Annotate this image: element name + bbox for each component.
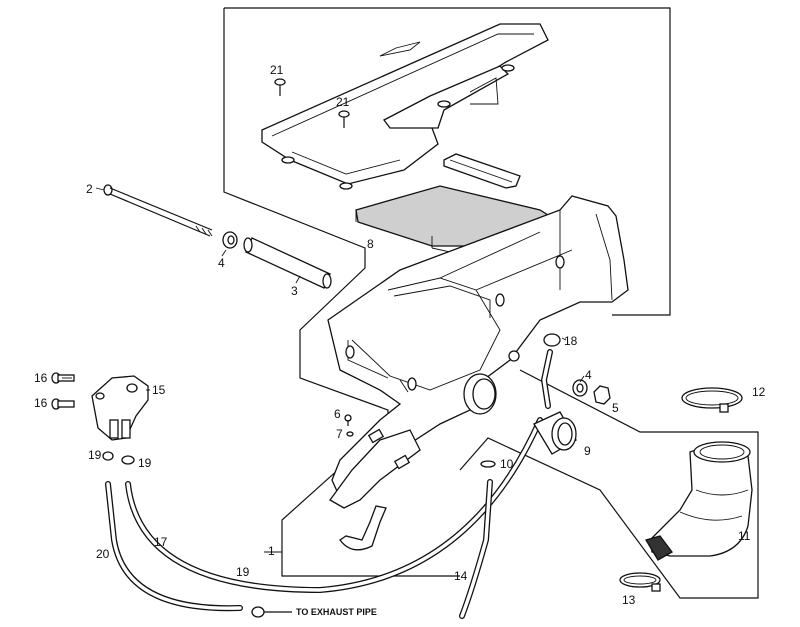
duct-group-frame — [459, 369, 759, 599]
leader-lines — [62, 187, 585, 553]
intake-duct — [645, 441, 753, 561]
nut-5 — [593, 385, 611, 405]
label-4a: 4 — [218, 256, 225, 270]
cap-18 — [543, 333, 561, 347]
label-1: 1 — [268, 544, 275, 558]
lid-foot — [281, 156, 295, 164]
label-19c: 19 — [236, 565, 250, 579]
label-11: 11 — [738, 529, 751, 543]
clamp-19a — [102, 451, 114, 461]
label-17: 17 — [154, 535, 168, 549]
label-2: 2 — [86, 182, 93, 196]
lid-group-frame-left — [223, 8, 460, 577]
hose-clamp-12 — [681, 387, 743, 413]
bolt-16b — [51, 398, 75, 410]
part-labels: 1 2 3 4 4 5 6 7 8 9 10 11 12 13 14 15 16… — [34, 63, 766, 617]
long-bolt — [103, 184, 213, 237]
group-frames — [223, 7, 759, 599]
valve-block — [91, 375, 149, 441]
lid-screw-21a — [274, 78, 286, 96]
clip-10 — [480, 460, 496, 468]
lid-foot — [339, 182, 353, 190]
label-19a: 19 — [88, 448, 102, 462]
label-16a: 16 — [34, 371, 48, 385]
screw-6 — [344, 414, 352, 426]
label-14: 14 — [454, 569, 468, 583]
hose-18-upper — [540, 349, 553, 409]
lid-group-frame — [224, 7, 671, 316]
lid-screw-21b — [338, 110, 350, 128]
label-9: 9 — [584, 444, 591, 458]
hose-14 — [459, 479, 493, 619]
label-8: 8 — [367, 237, 374, 251]
label-21b: 21 — [336, 95, 350, 109]
hose-clamp-13 — [619, 572, 661, 592]
label-10: 10 — [500, 457, 514, 471]
spacer-tube — [243, 237, 332, 289]
label-15: 15 — [152, 383, 166, 397]
label-12: 12 — [752, 385, 766, 399]
hose-20 — [105, 481, 243, 612]
label-4b: 4 — [585, 368, 592, 382]
washer-lower — [572, 379, 588, 397]
lid-foot — [437, 100, 451, 108]
label-3: 3 — [291, 284, 298, 298]
label-16b: 16 — [34, 396, 48, 410]
label-19b: 19 — [138, 456, 152, 470]
label-5: 5 — [612, 401, 619, 415]
clamp-19c — [251, 606, 265, 618]
washer-7 — [346, 431, 354, 437]
lid-foot — [501, 64, 515, 72]
label-18: 18 — [564, 334, 578, 348]
collar-9 — [533, 411, 577, 455]
filter-lid — [261, 23, 549, 190]
box-clip — [339, 505, 387, 551]
label-20: 20 — [96, 547, 110, 561]
label-13: 13 — [622, 593, 636, 607]
label-21a: 21 — [270, 63, 284, 77]
washer-upper — [222, 231, 238, 249]
label-6: 6 — [334, 407, 341, 421]
exhaust-pipe-note: TO EXHAUST PIPE — [296, 607, 377, 617]
filter-box-body — [327, 195, 629, 509]
clamp-19b — [121, 455, 135, 465]
label-7: 7 — [336, 427, 343, 441]
